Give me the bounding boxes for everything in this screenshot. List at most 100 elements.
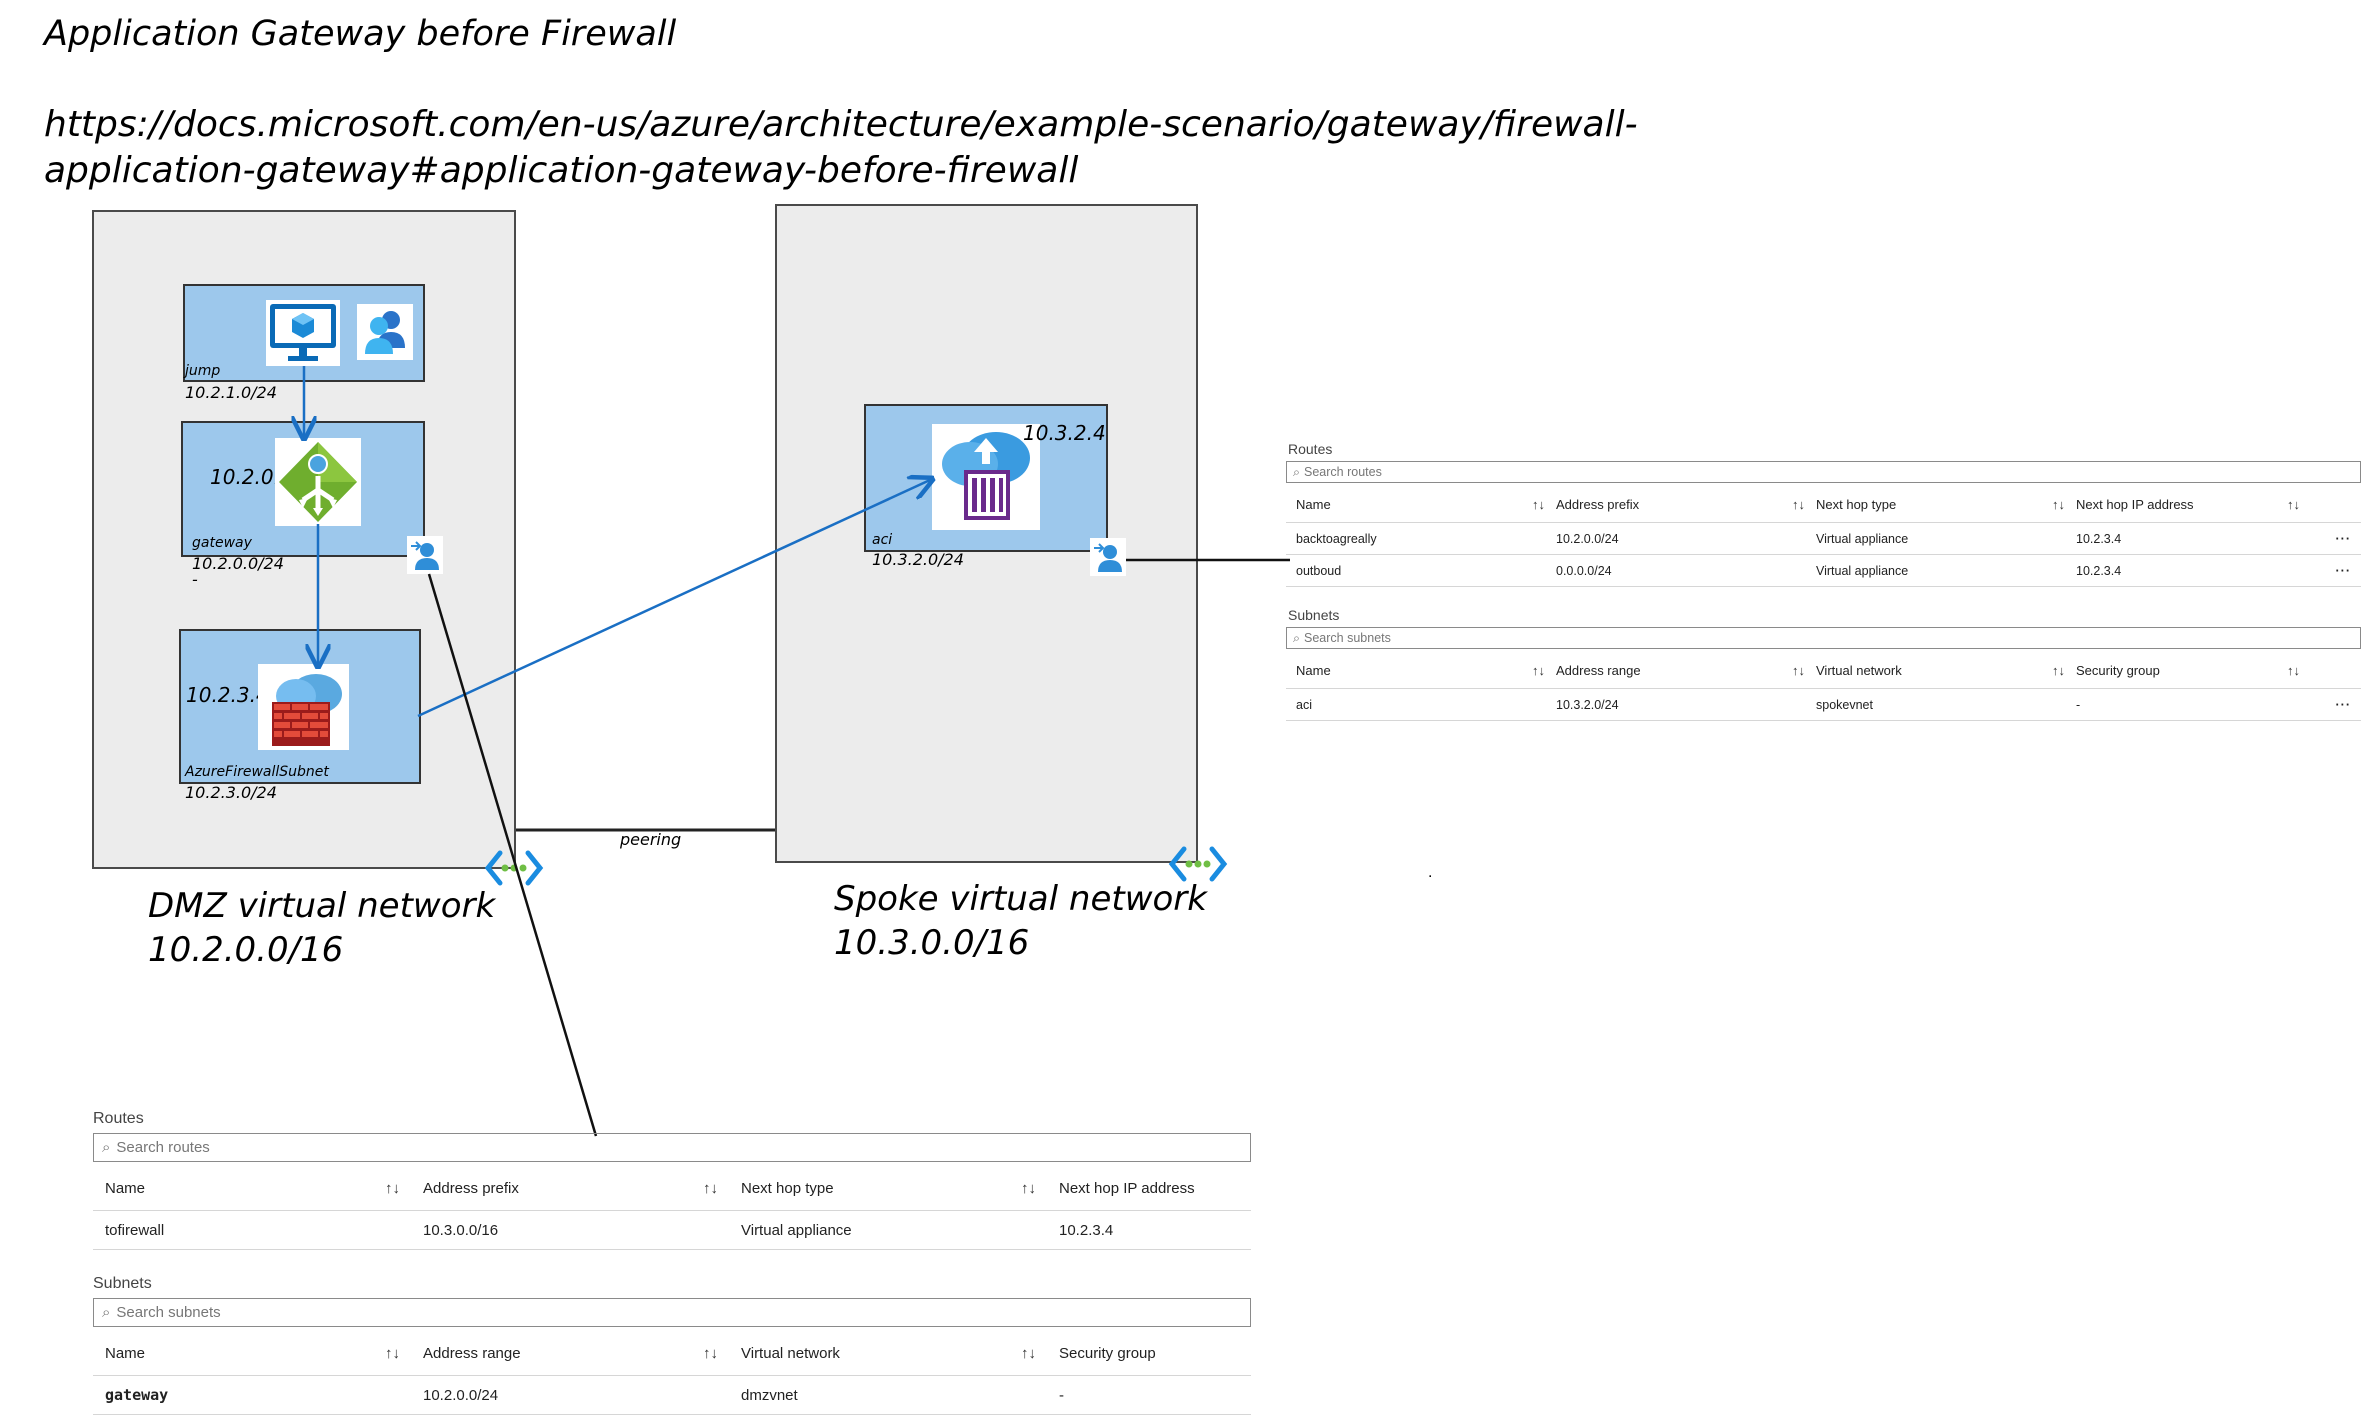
dmz-tables-panel: Routes ⌕ Search routes Name↑↓ Address pr… [93, 1110, 1251, 1415]
table-row[interactable]: gateway 10.2.0.0/24 dmzvnet - [93, 1375, 1251, 1415]
sort-icon[interactable]: ↑↓ [2287, 663, 2300, 678]
jump-subnet-name: jump [185, 363, 221, 379]
firewall-subnet-cidr: 10.2.3.0/24 [185, 783, 277, 802]
column-header-name[interactable]: Name↑↓ [1286, 653, 1546, 689]
cell: 10.2.3.4 [2066, 522, 2301, 555]
doc-url-line-2: application-gateway#application-gateway-… [44, 150, 1079, 191]
sort-icon[interactable]: ↑↓ [1021, 1344, 1036, 1362]
column-header-address-range[interactable]: Address range↑↓ [411, 1331, 729, 1376]
spoke-tables-panel: Routes ⌕ Search routes Name↑↓ Address pr… [1286, 441, 2361, 721]
sort-icon[interactable]: ↑↓ [1792, 497, 1805, 512]
route-table-icon [407, 536, 443, 574]
dmz-vnet-cidr: 10.2.0.0/16 [148, 930, 344, 970]
search-icon: ⌕ [1293, 464, 1301, 479]
search-icon: ⌕ [102, 1139, 111, 1156]
spoke-routes-table: Name↑↓ Address prefix↑↓ Next hop type↑↓ … [1286, 487, 2361, 587]
cell: 10.3.0.0/16 [411, 1210, 729, 1250]
sort-icon[interactable]: ↑↓ [1532, 497, 1545, 512]
gateway-subnet-cidr: 10.2.0.0/24 [192, 554, 284, 573]
table-row[interactable]: backtoagreally 10.2.0.0/24 Virtual appli… [1286, 522, 2361, 555]
column-header-next-hop-type[interactable]: Next hop type↑↓ [1806, 487, 2066, 523]
firewall-subnet-name: AzureFirewallSubnet [185, 764, 329, 780]
cell: 10.2.3.4 [1047, 1210, 1251, 1250]
dmz-routes-search-placeholder: Search routes [116, 1139, 210, 1156]
column-header-virtual-network[interactable]: Virtual network↑↓ [729, 1331, 1047, 1376]
sort-icon[interactable]: ↑↓ [2052, 497, 2065, 512]
column-header-security-group[interactable]: Security group↑↓ [2066, 653, 2301, 689]
sort-icon[interactable]: ↑↓ [2052, 663, 2065, 678]
spoke-vnet-cidr: 10.3.0.0/16 [834, 923, 1030, 963]
table-row[interactable]: aci 10.3.2.0/24 spokevnet - ··· [1286, 688, 2361, 721]
column-header-name[interactable]: Name↑↓ [1286, 487, 1546, 523]
stray-dot: . [1428, 864, 1433, 881]
more-options-icon[interactable]: ··· [2301, 554, 2361, 587]
cell: Virtual appliance [1806, 554, 2066, 587]
sort-icon[interactable]: ↑↓ [1532, 663, 1545, 678]
column-header-security-group[interactable]: Security group [1047, 1331, 1251, 1376]
doc-url: https://docs.microsoft.com/en-us/azure/a… [44, 102, 1638, 194]
page-title: Application Gateway before Firewall [44, 14, 677, 54]
search-icon: ⌕ [102, 1304, 111, 1321]
sort-icon[interactable]: ↑↓ [2287, 497, 2300, 512]
doc-url-line-1: https://docs.microsoft.com/en-us/azure/a… [44, 104, 1638, 145]
sort-icon[interactable]: ↑↓ [1021, 1179, 1036, 1197]
application-gateway-icon [275, 438, 361, 526]
cell: 10.2.0.0/24 [1546, 522, 1806, 555]
peering-label: peering [620, 830, 682, 849]
column-header-name[interactable]: Name↑↓ [93, 1331, 411, 1376]
dmz-routes-search[interactable]: ⌕ Search routes [93, 1133, 1251, 1162]
sort-icon[interactable]: ↑↓ [703, 1179, 718, 1197]
aci-subnet-cidr: 10.3.2.0/24 [872, 550, 964, 569]
spoke-route-table-icon [1090, 538, 1126, 576]
sort-icon[interactable]: ↑↓ [385, 1344, 400, 1362]
column-header-next-hop-type[interactable]: Next hop type↑↓ [729, 1166, 1047, 1211]
spoke-subnets-search-placeholder: Search subnets [1304, 631, 1391, 645]
more-options-icon[interactable]: ··· [2301, 688, 2361, 721]
cell: dmzvnet [729, 1375, 1047, 1415]
spoke-vnet-label: Spoke virtual network 10.3.0.0/16 [834, 877, 1207, 965]
container-instances-icon [932, 424, 1040, 530]
cell: gateway [93, 1375, 411, 1415]
column-header-actions [2301, 487, 2361, 523]
table-row[interactable]: outboud 0.0.0.0/24 Virtual appliance 10.… [1286, 554, 2361, 587]
column-header-address-range[interactable]: Address range↑↓ [1546, 653, 1806, 689]
spoke-routes-title: Routes [1288, 441, 1333, 457]
cell: spokevnet [1806, 688, 2066, 721]
virtual-machine-icon [266, 300, 340, 366]
column-header-next-hop-ip[interactable]: Next hop IP address↑↓ [2066, 487, 2301, 523]
cell: - [1047, 1375, 1251, 1415]
dmz-subnets-search[interactable]: ⌕ Search subnets [93, 1298, 1251, 1327]
sort-icon[interactable]: ↑↓ [385, 1179, 400, 1197]
cell: backtoagreally [1286, 522, 1546, 555]
spoke-virtual-network-icon [1168, 845, 1228, 883]
spoke-subnets-title: Subnets [1288, 607, 1340, 623]
spoke-routes-search[interactable]: ⌕ Search routes [1286, 461, 2361, 483]
column-header-actions [2301, 653, 2361, 689]
cell: 10.2.3.4 [2066, 554, 2301, 587]
spoke-vnet-name: Spoke virtual network [834, 879, 1207, 919]
column-header-address-prefix[interactable]: Address prefix↑↓ [411, 1166, 729, 1211]
gateway-subnet-dash: - [192, 570, 198, 589]
column-header-name[interactable]: Name↑↓ [93, 1166, 411, 1211]
cell: tofirewall [93, 1210, 411, 1250]
cell: - [2066, 688, 2301, 721]
jump-subnet-cidr: 10.2.1.0/24 [185, 383, 277, 402]
table-row[interactable]: tofirewall 10.3.0.0/16 Virtual appliance… [93, 1210, 1251, 1250]
spoke-subnets-table: Name↑↓ Address range↑↓ Virtual network↑↓… [1286, 653, 2361, 721]
column-header-address-prefix[interactable]: Address prefix↑↓ [1546, 487, 1806, 523]
column-header-virtual-network[interactable]: Virtual network↑↓ [1806, 653, 2066, 689]
more-options-icon[interactable]: ··· [2301, 522, 2361, 555]
cell: outboud [1286, 554, 1546, 587]
spoke-routes-search-placeholder: Search routes [1304, 465, 1382, 479]
aci-ip: 10.3.2.4 [1023, 421, 1106, 445]
dmz-subnets-table: Name↑↓ Address range↑↓ Virtual network↑↓… [93, 1331, 1251, 1415]
column-header-next-hop-ip[interactable]: Next hop IP address [1047, 1166, 1251, 1211]
sort-icon[interactable]: ↑↓ [1792, 663, 1805, 678]
sort-icon[interactable]: ↑↓ [703, 1344, 718, 1362]
spoke-subnets-search[interactable]: ⌕ Search subnets [1286, 627, 2361, 649]
gateway-subnet-name: gateway [192, 535, 252, 551]
aci-subnet-name: aci [872, 532, 893, 548]
dmz-subnets-search-placeholder: Search subnets [116, 1304, 221, 1321]
dmz-route-link [427, 573, 598, 1137]
dmz-routes-table: Name↑↓ Address prefix↑↓ Next hop type↑↓ … [93, 1166, 1251, 1250]
